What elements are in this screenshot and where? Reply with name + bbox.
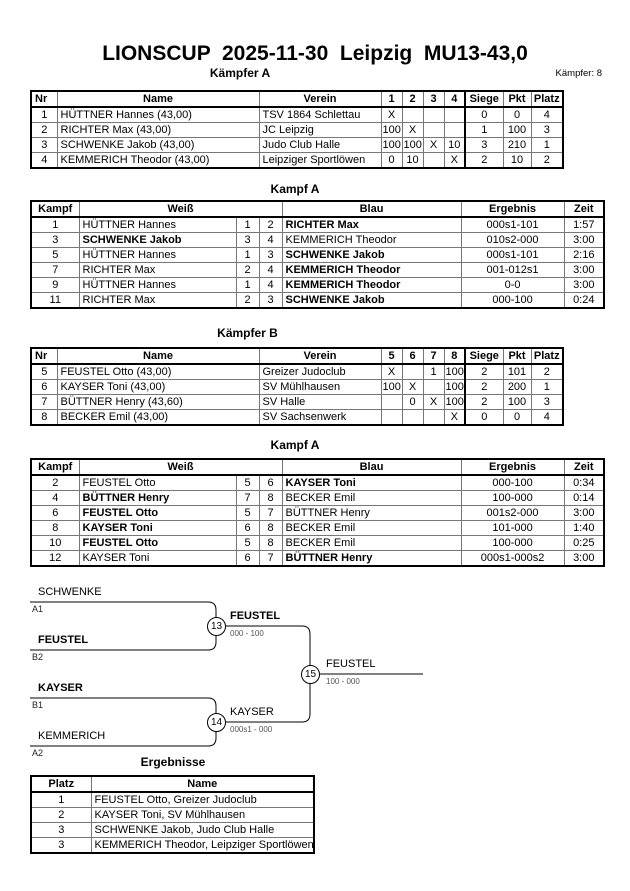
semi2-bottom-name: KEMMERICH: [38, 730, 106, 742]
final-score: 100 - 000: [326, 677, 360, 686]
bracket-lines: [30, 601, 423, 747]
semi1-bottom-seed: B2: [32, 652, 44, 662]
match-number-badge: 13: [207, 617, 226, 636]
matches-a-header: Kampf Weiß Blau Ergebnis Zeit: [30, 200, 605, 218]
semi1-winner: FEUSTEL: [230, 610, 281, 622]
pool-a-table: Nr Name Verein 1 2 3 4 Siege Pkt Platz 1…: [30, 90, 564, 169]
semi1-bottom-name: FEUSTEL: [38, 634, 89, 646]
semi1-score: 000 - 100: [230, 629, 264, 638]
final-winner: FEUSTEL: [326, 658, 376, 670]
page-title: LIONSCUP 2025-11-30 Leipzig MU13-43,0: [102, 42, 528, 65]
semi2-score: 000s1 - 000: [230, 725, 273, 734]
semi1-top-name: SCHWENKE: [38, 586, 102, 598]
semi2-winner: KAYSER: [230, 706, 274, 718]
matches-b-header: Kampf Weiß Blau Ergebnis Zeit: [30, 458, 605, 476]
final-bracket: SCHWENKE A1 FEUSTEL B2 KAYSER B1 KEMMERI…: [30, 580, 570, 765]
matches-a-heading: Kampf A: [270, 182, 320, 196]
semi2-top-name: KAYSER: [38, 682, 83, 694]
pool-a-header: Nr Name Verein 1 2 3 4 Siege Pkt Platz: [30, 90, 564, 108]
semi1-top-seed: A1: [32, 604, 44, 614]
pool-a-heading: Kämpfer A: [209, 66, 271, 80]
pool-b-header: Nr Name Verein 5 6 7 8 Siege Pkt Platz: [30, 347, 564, 365]
fighter-count: Kämpfer: 8: [555, 68, 602, 79]
match-number-badge: 14: [207, 713, 226, 732]
results-heading: Ergebnisse: [140, 755, 206, 769]
match-number-badge: 15: [301, 665, 320, 684]
semi2-bottom-seed: A2: [32, 748, 44, 758]
matches-b-heading: Kampf A: [270, 438, 320, 452]
semi2-top-seed: B1: [32, 700, 44, 710]
pool-b-table: Nr Name Verein 5 6 7 8 Siege Pkt Platz 5…: [30, 347, 564, 426]
pool-b-heading: Kämpfer B: [217, 326, 278, 340]
results-header: Platz Name: [30, 775, 315, 793]
